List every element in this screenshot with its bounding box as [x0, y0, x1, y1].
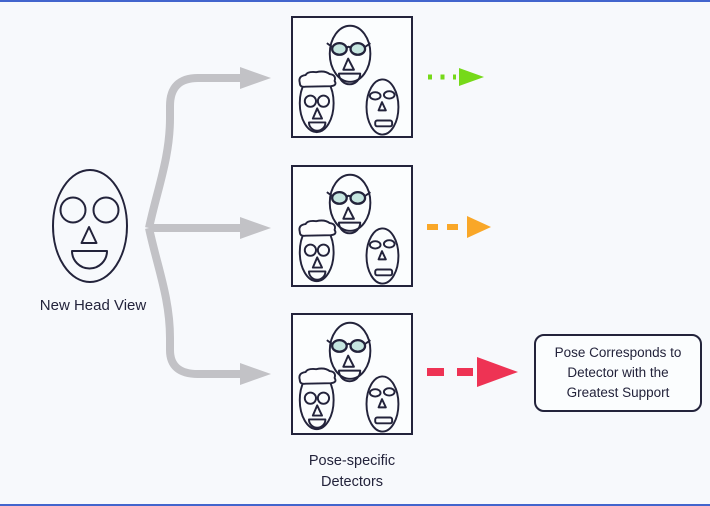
detector-faces [298, 321, 400, 433]
new-head-view-label: New Head View [39, 297, 147, 314]
new-head-view-face [52, 169, 128, 283]
pose-detector-box-3 [291, 313, 413, 435]
bottom-border-line [0, 504, 710, 506]
pose-detector-box-1 [291, 16, 413, 138]
detector-faces [298, 24, 400, 136]
pose-specific-detectors-label: Pose-specific Detectors [308, 453, 396, 491]
branch-arrow-top [145, 74, 240, 229]
top-border-line [0, 0, 710, 2]
branch-arrow-bottom [145, 227, 240, 378]
branch-arrowhead-middle [240, 217, 271, 239]
orange-arrowhead [467, 216, 491, 238]
pose-detector-box-2 [291, 165, 413, 287]
green-arrowhead [459, 68, 484, 86]
result-box: Pose Corresponds to Detector with the Gr… [534, 334, 702, 412]
detector-faces [298, 173, 400, 285]
red-arrowhead [477, 357, 518, 387]
branch-arrowhead-top [240, 67, 271, 89]
result-box-text: Pose Corresponds to Detector with the Gr… [554, 344, 682, 401]
branch-arrowhead-bottom [240, 363, 271, 385]
